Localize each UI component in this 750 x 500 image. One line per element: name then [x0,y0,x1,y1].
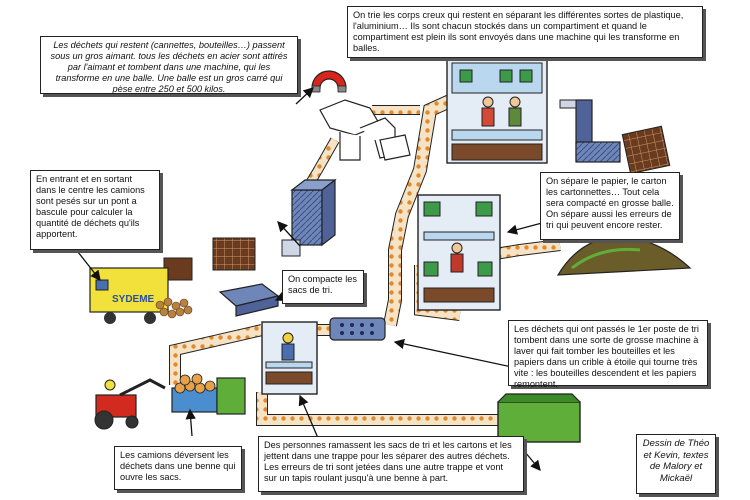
plastics-sorting-cabin [446,57,548,164]
plastics-baler [559,99,621,163]
annotation-magnet: Les déchets qui restent (cannettes, bout… [40,36,298,94]
sydeme-truck: SYDEME [89,267,169,324]
paper-sorting-cabin [417,194,501,311]
annotation-paper-separation: On sépare le papier, le carton les carto… [540,172,680,240]
unloading-pit [171,373,246,415]
credits: Dessin de Théo et Kevin, textes de Malor… [636,434,716,494]
annotation-weighbridge: En entrant et en sortant dans le centre … [30,170,160,250]
steel-baler [281,178,337,257]
weighbridge-pile [155,297,193,319]
paper-pile [556,235,692,276]
collection-truck-red [94,378,166,430]
truck-label: SYDEME [112,294,155,305]
annotation-unloading: Les camions déversent les déchets dans u… [114,446,242,490]
magnet [311,70,347,93]
annotation-sorting-plastics: On trie les corps creux qui restent en s… [347,6,703,58]
bag-compactor [218,283,280,317]
trommel-machine [329,317,386,341]
annotation-compact-bags: On compacte les sacs de tri. [282,270,364,304]
errors-dumpster [497,393,581,443]
annotation-manual-sorting: Des personnes ramassent les sacs de tri … [258,436,524,492]
first-sorting-cabin [261,321,318,395]
steel-bale-left [212,237,256,271]
magnet-hopper-machine [319,99,411,161]
annotation-trommel: Les déchets qui ont passés le 1er poste … [508,320,708,389]
plastic-bale-right [621,125,671,175]
